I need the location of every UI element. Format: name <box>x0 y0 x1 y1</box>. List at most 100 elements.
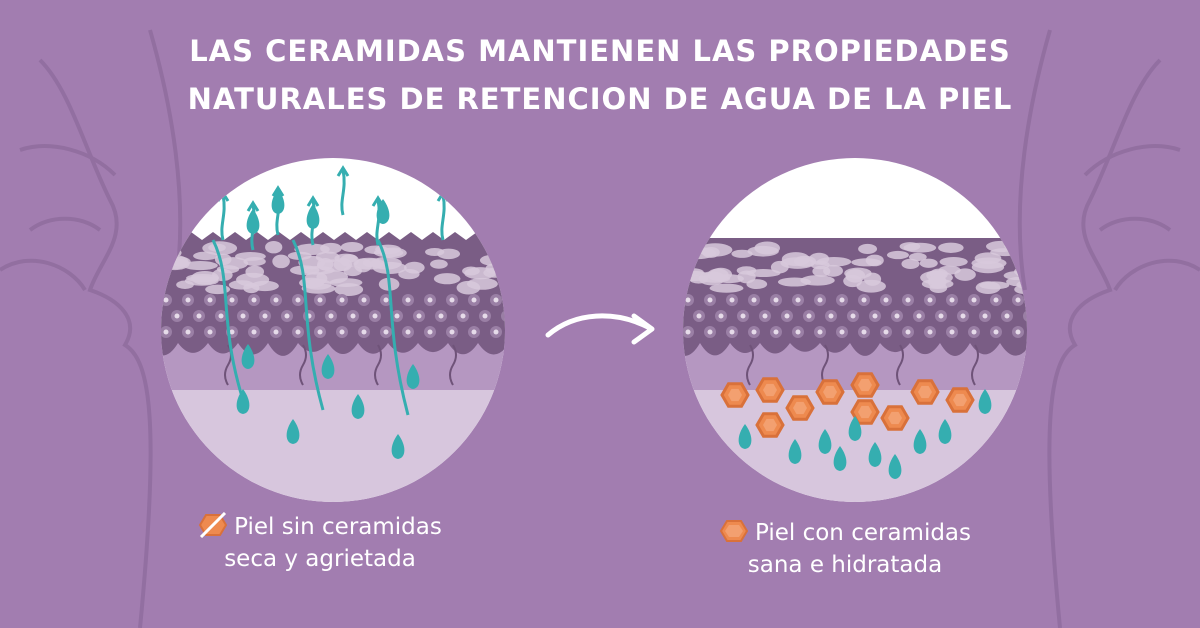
corneocyte <box>919 258 938 268</box>
corneocyte <box>182 260 218 271</box>
cell-nucleus <box>471 329 477 335</box>
cell-nucleus <box>328 313 334 319</box>
cell-nucleus <box>916 313 922 319</box>
corneocyte <box>939 257 968 267</box>
dry-skin-cross-section <box>161 158 505 502</box>
cell-nucleus <box>839 329 845 335</box>
corneocyte <box>683 247 717 260</box>
cell-nucleus <box>482 313 488 319</box>
fiber <box>746 344 754 386</box>
cell-nucleus <box>872 313 878 319</box>
cell-nucleus <box>751 329 757 335</box>
arrow-up-icon <box>271 185 285 197</box>
water-drop-icon <box>938 419 952 444</box>
fiber <box>971 344 979 386</box>
cell-nucleus <box>449 329 455 335</box>
evaporation-path <box>340 169 346 216</box>
ceramide-hexagon-inner <box>888 411 902 425</box>
corneocyte <box>340 241 364 253</box>
cell-nucleus <box>773 297 779 303</box>
corneocyte <box>938 242 964 253</box>
cell-nucleus <box>971 297 977 303</box>
cell-nucleus <box>262 313 268 319</box>
cell-nucleus <box>284 313 290 319</box>
cell-nucleus <box>229 297 235 303</box>
cell-nucleus <box>361 329 367 335</box>
cell-nucleus <box>185 329 191 335</box>
cell-nucleus <box>982 313 988 319</box>
cell-nucleus <box>350 313 356 319</box>
cell-nucleus <box>383 297 389 303</box>
cell-nucleus <box>795 329 801 335</box>
corneocyte <box>683 268 704 277</box>
cell <box>1023 310 1027 322</box>
corneocyte <box>334 283 364 297</box>
evaporation-path <box>375 199 381 246</box>
ceramide-hexagon-inner <box>953 393 967 407</box>
cell-nucleus <box>960 313 966 319</box>
corneocyte <box>456 280 481 295</box>
caption-hydrated-skin-line-2: sana e hidratada <box>747 552 943 578</box>
water-drop-icon <box>888 454 902 479</box>
corneocyte <box>163 255 189 270</box>
water-drop-icon <box>376 199 390 224</box>
cell-nucleus <box>295 329 301 335</box>
corneocyte <box>193 251 219 261</box>
fiber <box>299 344 307 386</box>
cell-nucleus <box>394 313 400 319</box>
ceramide-hexagon-inner <box>763 418 777 432</box>
cell-nucleus <box>1015 297 1021 303</box>
cell-nucleus <box>427 297 433 303</box>
fiber <box>374 344 382 386</box>
cell-nucleus <box>163 329 169 335</box>
cell-nucleus <box>773 329 779 335</box>
cell-nucleus <box>493 297 499 303</box>
cell-nucleus <box>828 313 834 319</box>
corneocyte <box>986 240 1017 253</box>
evaporation-path <box>440 194 446 241</box>
caption-dry-skin: Piel sin ceramidas seca y agrietada <box>150 511 490 575</box>
evaporation-path <box>220 194 226 241</box>
cell-nucleus <box>949 297 955 303</box>
ceramide-hexagon-inner <box>858 405 872 419</box>
corneocyte <box>777 277 811 287</box>
cell-nucleus <box>416 313 422 319</box>
cell-nucleus <box>405 329 411 335</box>
cell-nucleus <box>685 297 691 303</box>
cell-nucleus <box>729 329 735 335</box>
cell-nucleus <box>993 329 999 335</box>
corneocyte <box>979 281 1010 290</box>
corneocyte <box>929 283 948 293</box>
cell-nucleus <box>361 297 367 303</box>
cell-nucleus <box>850 313 856 319</box>
ceramide-hexagon-inner <box>823 385 837 399</box>
corneocyte <box>793 255 817 267</box>
cell-nucleus <box>372 313 378 319</box>
water-drop-icon <box>738 424 752 449</box>
cell-nucleus <box>317 297 323 303</box>
corneocyte <box>176 280 194 289</box>
curved-arrow-right-icon <box>545 313 655 345</box>
corneocyte <box>858 243 878 254</box>
cell-nucleus <box>240 313 246 319</box>
corneocyte <box>1006 276 1027 287</box>
water-drop-icon <box>241 344 255 369</box>
cell-nucleus <box>762 313 768 319</box>
cell-nucleus <box>861 297 867 303</box>
cell-nucleus <box>163 297 169 303</box>
water-path <box>211 239 245 401</box>
corneocyte <box>901 258 920 270</box>
corneocyte <box>265 240 283 254</box>
corneocyte <box>1016 268 1027 279</box>
cell-nucleus <box>795 297 801 303</box>
cell-nucleus <box>740 313 746 319</box>
corneocyte <box>812 265 831 277</box>
corneocyte <box>479 254 505 266</box>
skin-layers <box>161 158 505 502</box>
cell-nucleus <box>273 329 279 335</box>
ceramide-hexagon-icon <box>719 520 749 542</box>
water-path <box>376 239 410 416</box>
cell-nucleus <box>806 313 812 319</box>
corneocyte <box>362 258 381 268</box>
